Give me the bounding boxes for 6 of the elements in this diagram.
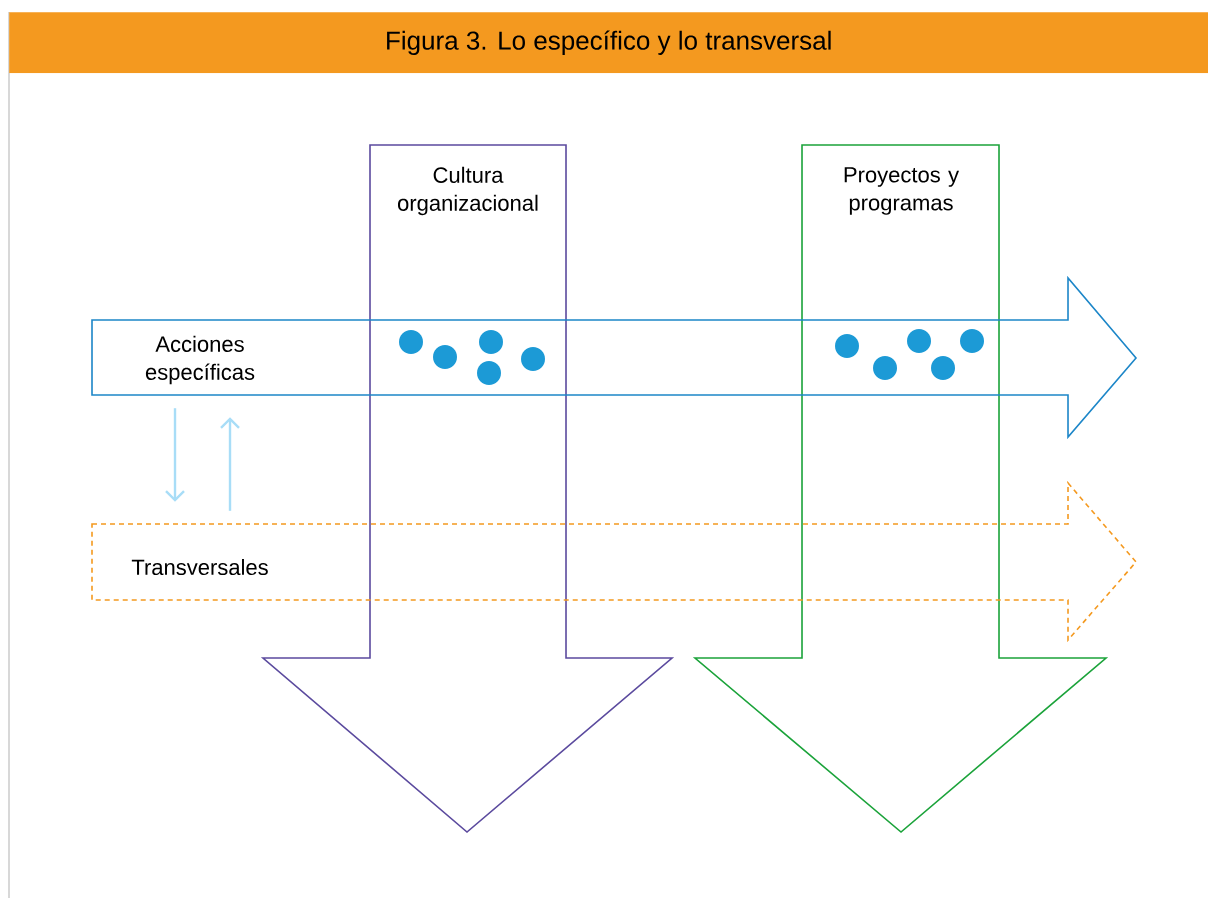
column-band: Proyectos y programas <box>692 144 1109 834</box>
arrow <box>220 417 240 511</box>
arrow <box>165 408 185 502</box>
title-band: Figura 3. Lo específico y lo transversal <box>9 12 1208 74</box>
row-band: Transversales <box>91 480 1138 643</box>
row-band: Acciones específicas <box>91 275 1138 440</box>
